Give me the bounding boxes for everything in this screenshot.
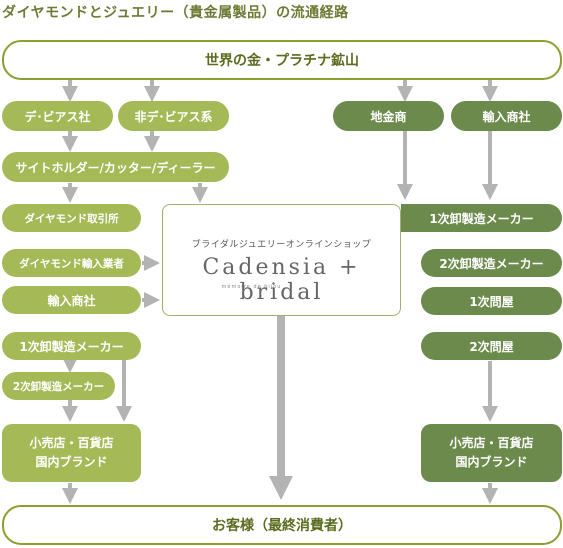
- source-mines: 世界の金・プラチナ鉱山: [2, 40, 562, 80]
- maker2-right-box: 2次卸製造メーカー: [421, 249, 562, 277]
- brand-subtitle: mémoire de bijou: [221, 284, 282, 290]
- diamond-exchange-label: ダイヤモンド取引所: [24, 212, 119, 225]
- non-debeers-box: 非デ･ビアス系: [118, 101, 229, 131]
- brand-logo: Cadensia + bridal: [202, 255, 361, 305]
- retail-left-line2: 国内ブランド: [35, 455, 108, 469]
- wholesale1-box: 1次問屋: [421, 287, 562, 315]
- retail-right-box: 小売店・百貨店 国内ブランド: [421, 424, 562, 482]
- bullion-dealer-label: 地金商: [370, 109, 407, 124]
- diamond-importer-box: ダイヤモンド輸入業者: [2, 249, 141, 277]
- maker1-left-label: 1次卸製造メーカー: [19, 339, 124, 354]
- retail-left-box: 小売店・百貨店 国内ブランド: [2, 424, 141, 482]
- wholesale2-box: 2次問屋: [421, 332, 562, 360]
- diamond-importer-label: ダイヤモンド輸入業者: [19, 257, 124, 270]
- source-mines-label: 世界の金・プラチナ鉱山: [205, 53, 359, 69]
- retail-right-line2: 国内ブランド: [455, 455, 528, 469]
- consumer-box: お客様（最終消費者）: [2, 505, 562, 545]
- trading-company-right-label: 輸入商社: [482, 109, 531, 124]
- diagram-title: ダイヤモンドとジュエリー（貴金属製品）の流通経路: [2, 5, 349, 21]
- wholesale2-label: 2次問屋: [469, 339, 514, 354]
- trading-company-right-box: 輸入商社: [451, 101, 562, 131]
- bullion-dealer-box: 地金商: [333, 101, 444, 131]
- consumer-label: お客様（最終消費者）: [212, 518, 352, 534]
- maker2-left-label: 2次卸製造メーカー: [12, 380, 105, 393]
- trading-company-left-label: 輸入商社: [47, 293, 96, 308]
- sightholder-box: サイトホルダー/カッター/ディーラー: [2, 152, 229, 182]
- diamond-exchange-box: ダイヤモンド取引所: [2, 204, 141, 232]
- maker2-right-label: 2次卸製造メーカー: [439, 256, 544, 271]
- maker1-right-box: 1次卸製造メーカー: [401, 204, 562, 232]
- retail-right-line1: 小売店・百貨店: [449, 436, 534, 450]
- trading-company-left-box: 輸入商社: [2, 286, 141, 314]
- retail-left-line1: 小売店・百貨店: [29, 436, 114, 450]
- debeers-box: デ･ビアス社: [2, 101, 113, 131]
- sightholder-label: サイトホルダー/カッター/ディーラー: [15, 160, 216, 175]
- wholesale1-label: 1次問屋: [469, 294, 514, 309]
- maker1-right-label: 1次卸製造メーカー: [429, 211, 534, 226]
- maker1-left-box: 1次卸製造メーカー: [2, 332, 141, 360]
- debeers-label: デ･ビアス社: [24, 109, 91, 124]
- non-debeers-label: 非デ･ビアス系: [134, 109, 213, 124]
- brand-caption: ブライダルジュエリーオンラインショップ: [191, 240, 372, 250]
- brand-shop-box: ブライダルジュエリーオンラインショップ Cadensia + bridal mé…: [162, 204, 401, 316]
- maker2-left-box: 2次卸製造メーカー: [2, 372, 115, 400]
